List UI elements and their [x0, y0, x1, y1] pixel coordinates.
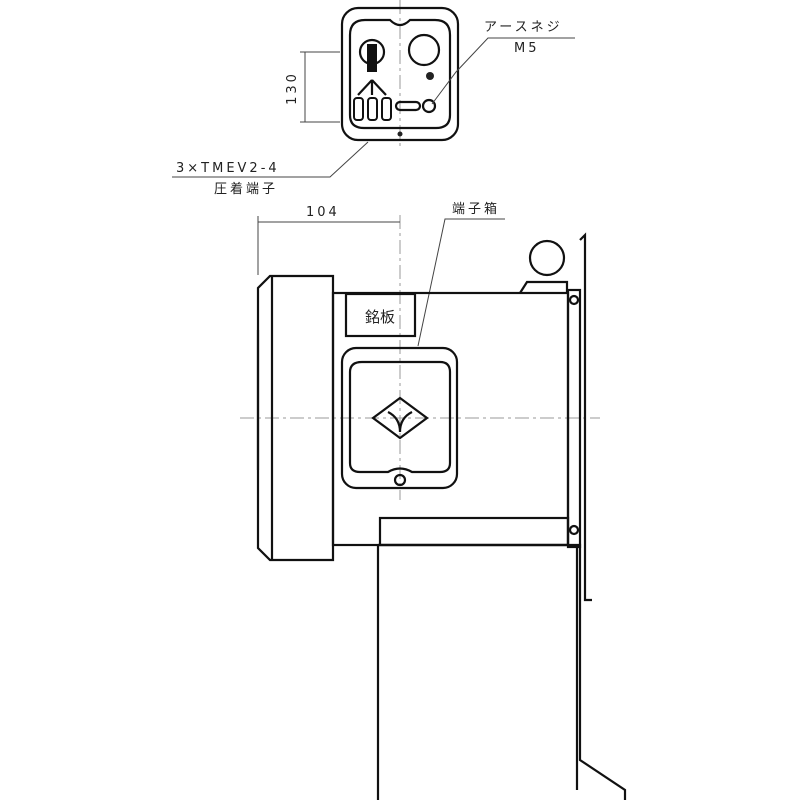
dimension-104	[257, 216, 400, 275]
crimp-terminal-label: 圧着端子	[214, 181, 278, 197]
dimension-130	[300, 51, 340, 123]
dim-104-label: 104	[306, 205, 340, 220]
nameplate-label: 銘板	[365, 308, 395, 326]
terminal-box	[340, 346, 459, 490]
crimp-spec-label: 3×TMEV2-4	[176, 161, 280, 176]
terminal-box-label: 端子箱	[452, 201, 500, 217]
motor-side-view: 銘板	[256, 232, 627, 800]
pedestal	[376, 543, 627, 800]
dim-130-label: 130	[285, 71, 300, 105]
eye-bolt	[528, 239, 566, 277]
fan-cover	[256, 274, 335, 562]
earth-screw-size-label: M5	[514, 41, 540, 56]
earth-screw-leader	[431, 37, 575, 105]
earth-screw-label: アースネジ	[484, 20, 563, 35]
logo-icon	[371, 396, 429, 440]
earth-screw-icon	[421, 98, 437, 114]
nameplate	[344, 292, 417, 338]
crimp-terminals-icon	[353, 97, 392, 121]
crimp-leader	[172, 141, 369, 178]
terminal-box-inside-view	[340, 6, 460, 142]
cable-gland-icon	[367, 44, 377, 72]
terminal-box-leader	[417, 218, 505, 347]
